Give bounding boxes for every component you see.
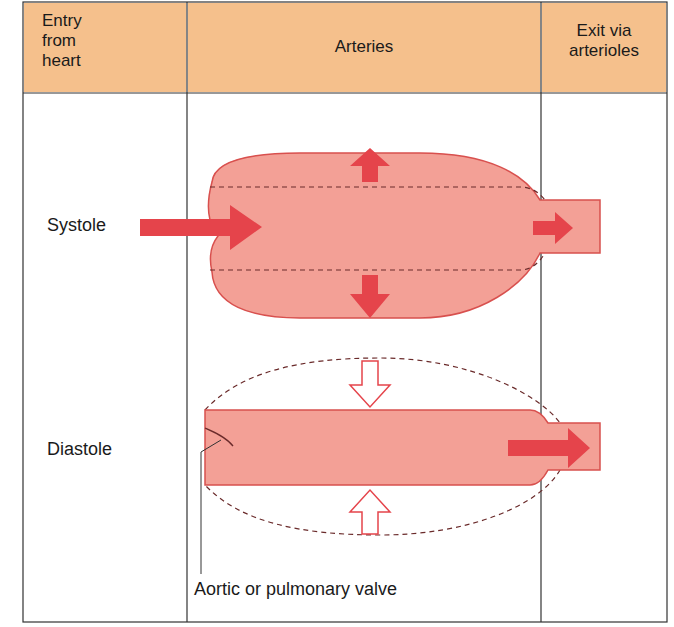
header-cell: Exit via arterioles [542,3,666,92]
column-line [540,2,541,622]
recoiled-artery [205,410,600,485]
leader-line [201,440,221,574]
table-frame [23,2,667,622]
header-cell: Entry from heart [24,3,186,92]
recoil-arrow [350,490,390,534]
phase-label: Diastole [47,438,112,460]
entry-arrow [140,205,262,250]
column-line [186,2,187,622]
distended-artery [208,153,600,318]
expansion-arrow [350,148,390,182]
resting-outline [210,187,545,270]
header-line [23,92,667,93]
column-heading: Arteries [194,37,534,57]
part-label: Aortic or pulmonary valve [194,578,397,600]
header-cell: Arteries [188,3,540,92]
valve-cusp [205,428,233,446]
column-heading: Entry from heart [42,11,112,71]
exit-arrow [533,212,573,244]
phase-label: Systole [47,214,106,236]
exit-arrow [508,428,590,468]
column-heading: Exit via arterioles [554,21,654,61]
expansion-arrow [350,275,390,318]
recoil-arrow [350,361,390,407]
